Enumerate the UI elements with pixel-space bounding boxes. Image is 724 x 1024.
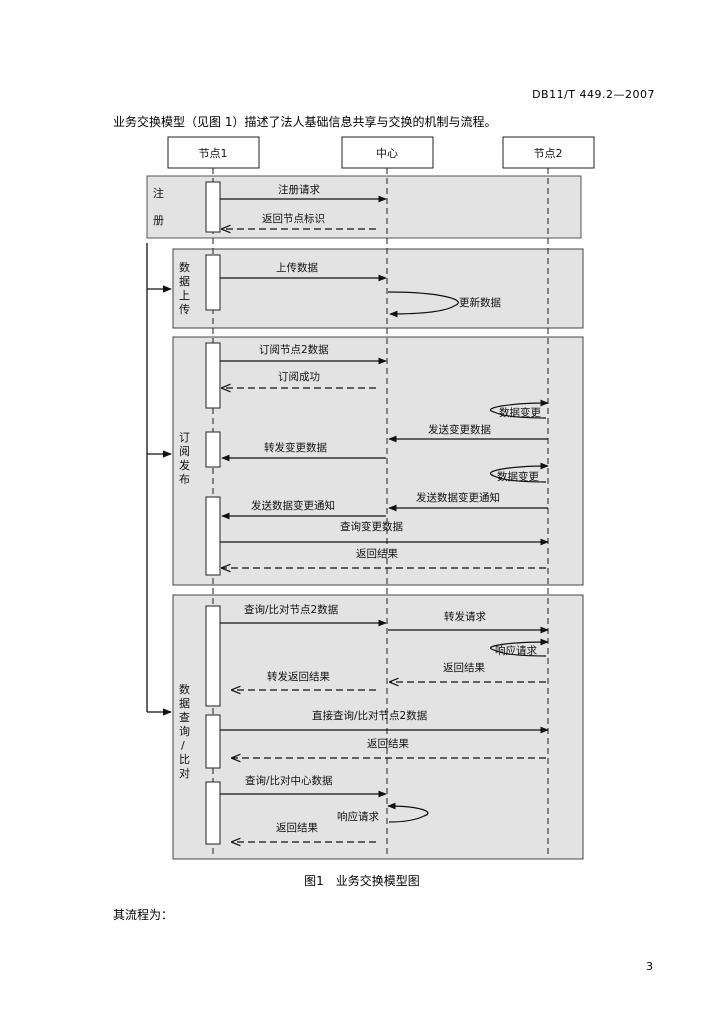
message-label: 查询/比对节点2数据 <box>244 603 339 616</box>
message-label: 返回结果 <box>443 661 485 674</box>
section-upload-panel <box>172 248 584 329</box>
message-label: 更新数据 <box>459 296 501 309</box>
section-upload-label: 数 据 上 传 <box>179 261 194 316</box>
activation-bar <box>205 431 221 468</box>
message-label: 发送变更数据 <box>428 423 491 436</box>
activation-bar <box>205 254 221 311</box>
section-register-label: 注 册 <box>153 186 168 227</box>
participant-node1: 节点1 <box>167 136 260 169</box>
message-label: 返回结果 <box>367 737 409 750</box>
message-label: 发送数据变更通知 <box>416 491 500 504</box>
message-label: 订阅节点2数据 <box>259 343 329 356</box>
message-label: 发送数据变更通知 <box>251 499 335 512</box>
message-label: 订阅成功 <box>278 370 320 383</box>
message-label: 直接查询/比对节点2数据 <box>312 709 428 722</box>
activation-bar <box>205 342 221 409</box>
activation-bar <box>205 781 221 845</box>
message-label: 转发变更数据 <box>264 441 327 454</box>
self-loop-arrow <box>489 462 549 483</box>
section-query-panel <box>172 594 584 860</box>
participant-node2: 节点2 <box>502 136 595 169</box>
flow-intro: 其流程为： <box>113 908 174 922</box>
message-label: 转发请求 <box>444 610 486 623</box>
message-label: 数据变更 <box>499 406 541 419</box>
participant-center-label: 中心 <box>376 147 398 160</box>
section-subscribe-panel <box>172 336 584 586</box>
self-loop-arrow <box>387 291 459 318</box>
message-label: 转发返回结果 <box>267 670 330 683</box>
figure-caption: 图1 业务交换模型图 <box>304 874 420 888</box>
message-label: 查询/比对中心数据 <box>245 774 333 787</box>
message-label: 数据变更 <box>497 470 539 483</box>
participant-node1-label: 节点1 <box>199 147 228 160</box>
message-label: 查询变更数据 <box>340 520 403 533</box>
self-loop-arrow <box>489 638 549 657</box>
message-label: 返回节点标识 <box>262 213 325 225</box>
activation-bar <box>205 605 221 707</box>
activation-bar <box>205 714 221 769</box>
activation-bar <box>205 496 221 576</box>
section-subscribe-label: 订 阅 发 布 <box>179 431 194 486</box>
message-label: 注册请求 <box>278 183 320 196</box>
section-query-label: 数 据 查 询 / 比 对 <box>179 683 194 780</box>
self-loop-arrow <box>489 399 549 419</box>
message-label: 响应请求 <box>337 810 379 823</box>
intro-paragraph: 业务交换模型（见图 1）描述了法人基础信息共享与交换的机制与流程。 <box>113 115 497 129</box>
activation-bar <box>205 181 221 233</box>
participant-node2-label: 节点2 <box>534 147 563 160</box>
self-loop-arrow <box>387 802 429 823</box>
message-label: 响应请求 <box>495 644 537 657</box>
message-label: 返回结果 <box>276 821 318 834</box>
message-label: 返回结果 <box>356 547 398 560</box>
standard-code: DB11/T 449.2—2007 <box>532 88 655 101</box>
page-number: 3 <box>646 960 653 973</box>
message-label: 上传数据 <box>276 261 318 274</box>
left-bracket <box>146 243 172 716</box>
participant-center: 中心 <box>341 136 434 169</box>
